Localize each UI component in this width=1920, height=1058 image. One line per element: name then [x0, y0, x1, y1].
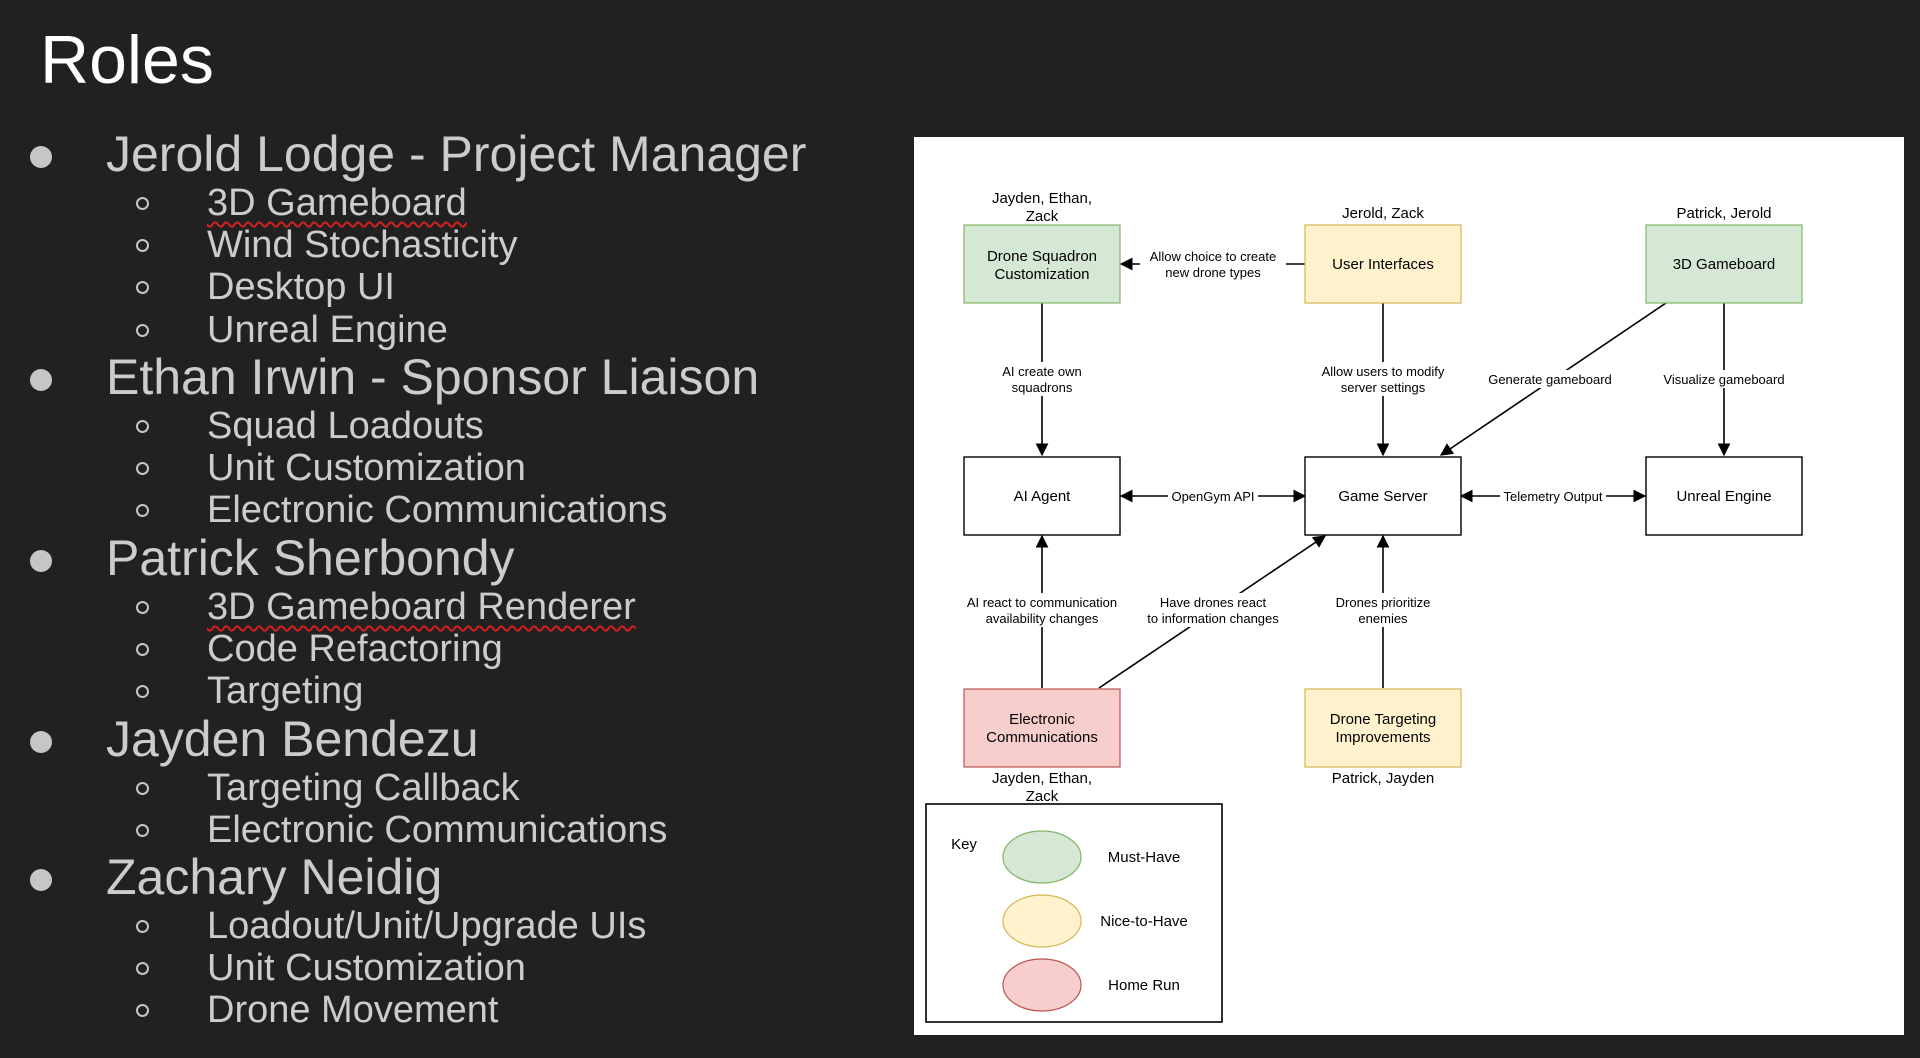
bullet-ring-icon — [136, 962, 149, 975]
edge-label-generate-gameboard: Generate gameboard — [1488, 372, 1612, 387]
bullet-ring-icon — [136, 1004, 149, 1017]
node-drone-squadron — [963, 224, 1121, 304]
task-item: Unit Customization — [207, 947, 526, 989]
bullet-dot-icon — [30, 369, 52, 391]
owner-label: Patrick, Jayden — [1332, 770, 1435, 787]
node-electronic-comms — [963, 688, 1121, 768]
role-name-patrick: Patrick Sherbondy — [106, 530, 515, 586]
edge-label-opengym: OpenGym API — [1171, 489, 1254, 504]
role-name-jayden: Jayden Bendezu — [106, 711, 479, 767]
bullet-ring-icon — [136, 643, 149, 656]
bullet-dot-icon — [30, 731, 52, 753]
key-title: Key — [951, 836, 977, 853]
node-label: Unreal Engine — [1676, 488, 1771, 505]
task-item: 3D Gameboard Renderer — [207, 585, 636, 629]
node-unreal-engine — [1645, 456, 1803, 536]
bullet-ring-icon — [136, 782, 149, 795]
bullet-dot-icon — [30, 550, 52, 572]
role-name-jerold: Jerold Lodge - Project Manager — [106, 126, 807, 182]
task-item: Unreal Engine — [207, 309, 448, 351]
node-game-server — [1304, 456, 1462, 536]
node-drone-targeting — [1304, 688, 1462, 768]
bullet-dot-icon — [30, 146, 52, 168]
bullet-ring-icon — [136, 824, 149, 837]
key-label: Nice-to-Have — [1100, 913, 1188, 930]
owner-label: Jayden, Ethan,Zack — [992, 190, 1092, 225]
task-item: Targeting — [207, 670, 364, 712]
node-label: 3D Gameboard — [1673, 256, 1776, 273]
task-item: Drone Movement — [207, 989, 499, 1031]
key-label: Must-Have — [1108, 849, 1181, 866]
node-ai-agent — [963, 456, 1121, 536]
task-label: 3D Gameboard — [207, 182, 467, 224]
owner-label: Jerold, Zack — [1342, 205, 1424, 222]
key-swatch-nice-to-have — [1002, 894, 1082, 948]
key-label: Home Run — [1108, 977, 1180, 994]
role-name-zachary: Zachary Neidig — [106, 849, 443, 905]
bullet-ring-icon — [136, 462, 149, 475]
node-user-interfaces — [1304, 224, 1462, 304]
task-item: Electronic Communications — [207, 809, 668, 851]
node-label: User Interfaces — [1332, 256, 1434, 273]
bullet-ring-icon — [136, 324, 149, 337]
bullet-dot-icon — [30, 869, 52, 891]
node-label: AI Agent — [1014, 488, 1072, 505]
slide-title: Roles — [40, 22, 214, 98]
bullet-ring-icon — [136, 601, 149, 614]
node-label: Game Server — [1338, 488, 1427, 505]
task-item: Wind Stochasticity — [207, 224, 518, 266]
diagram-key: Key Must-Have Nice-to-Have Home Run — [925, 803, 1223, 1023]
task-item: Desktop UI — [207, 266, 395, 308]
bullet-ring-icon — [136, 197, 149, 210]
bullet-ring-icon — [136, 239, 149, 252]
task-item: 3D Gameboard — [207, 181, 467, 225]
task-item: Electronic Communications — [207, 489, 668, 531]
task-item: Targeting Callback — [207, 767, 520, 809]
bullet-ring-icon — [136, 685, 149, 698]
owner-label: Jayden, Ethan,Zack — [992, 770, 1092, 805]
edge-label-visualize-gameboard: Visualize gameboard — [1663, 372, 1784, 387]
key-swatch-must-have — [1002, 830, 1082, 884]
bullet-ring-icon — [136, 420, 149, 433]
task-item: Code Refactoring — [207, 628, 503, 670]
bullet-ring-icon — [136, 920, 149, 933]
task-label: 3D Gameboard Renderer — [207, 586, 636, 628]
role-name-ethan: Ethan Irwin - Sponsor Liaison — [106, 349, 760, 405]
task-item: Loadout/Unit/Upgrade UIs — [207, 905, 647, 947]
task-item: Squad Loadouts — [207, 405, 484, 447]
key-swatch-home-run — [1002, 958, 1082, 1012]
node-3d-gameboard — [1645, 224, 1803, 304]
edge-label-telemetry: Telemetry Output — [1504, 489, 1603, 504]
bullet-ring-icon — [136, 504, 149, 517]
bullet-ring-icon — [136, 281, 149, 294]
roles-list: Jerold Lodge - Project Manager 3D Gamebo… — [0, 0, 900, 1058]
task-item: Unit Customization — [207, 447, 526, 489]
owner-label: Patrick, Jerold — [1676, 205, 1771, 222]
